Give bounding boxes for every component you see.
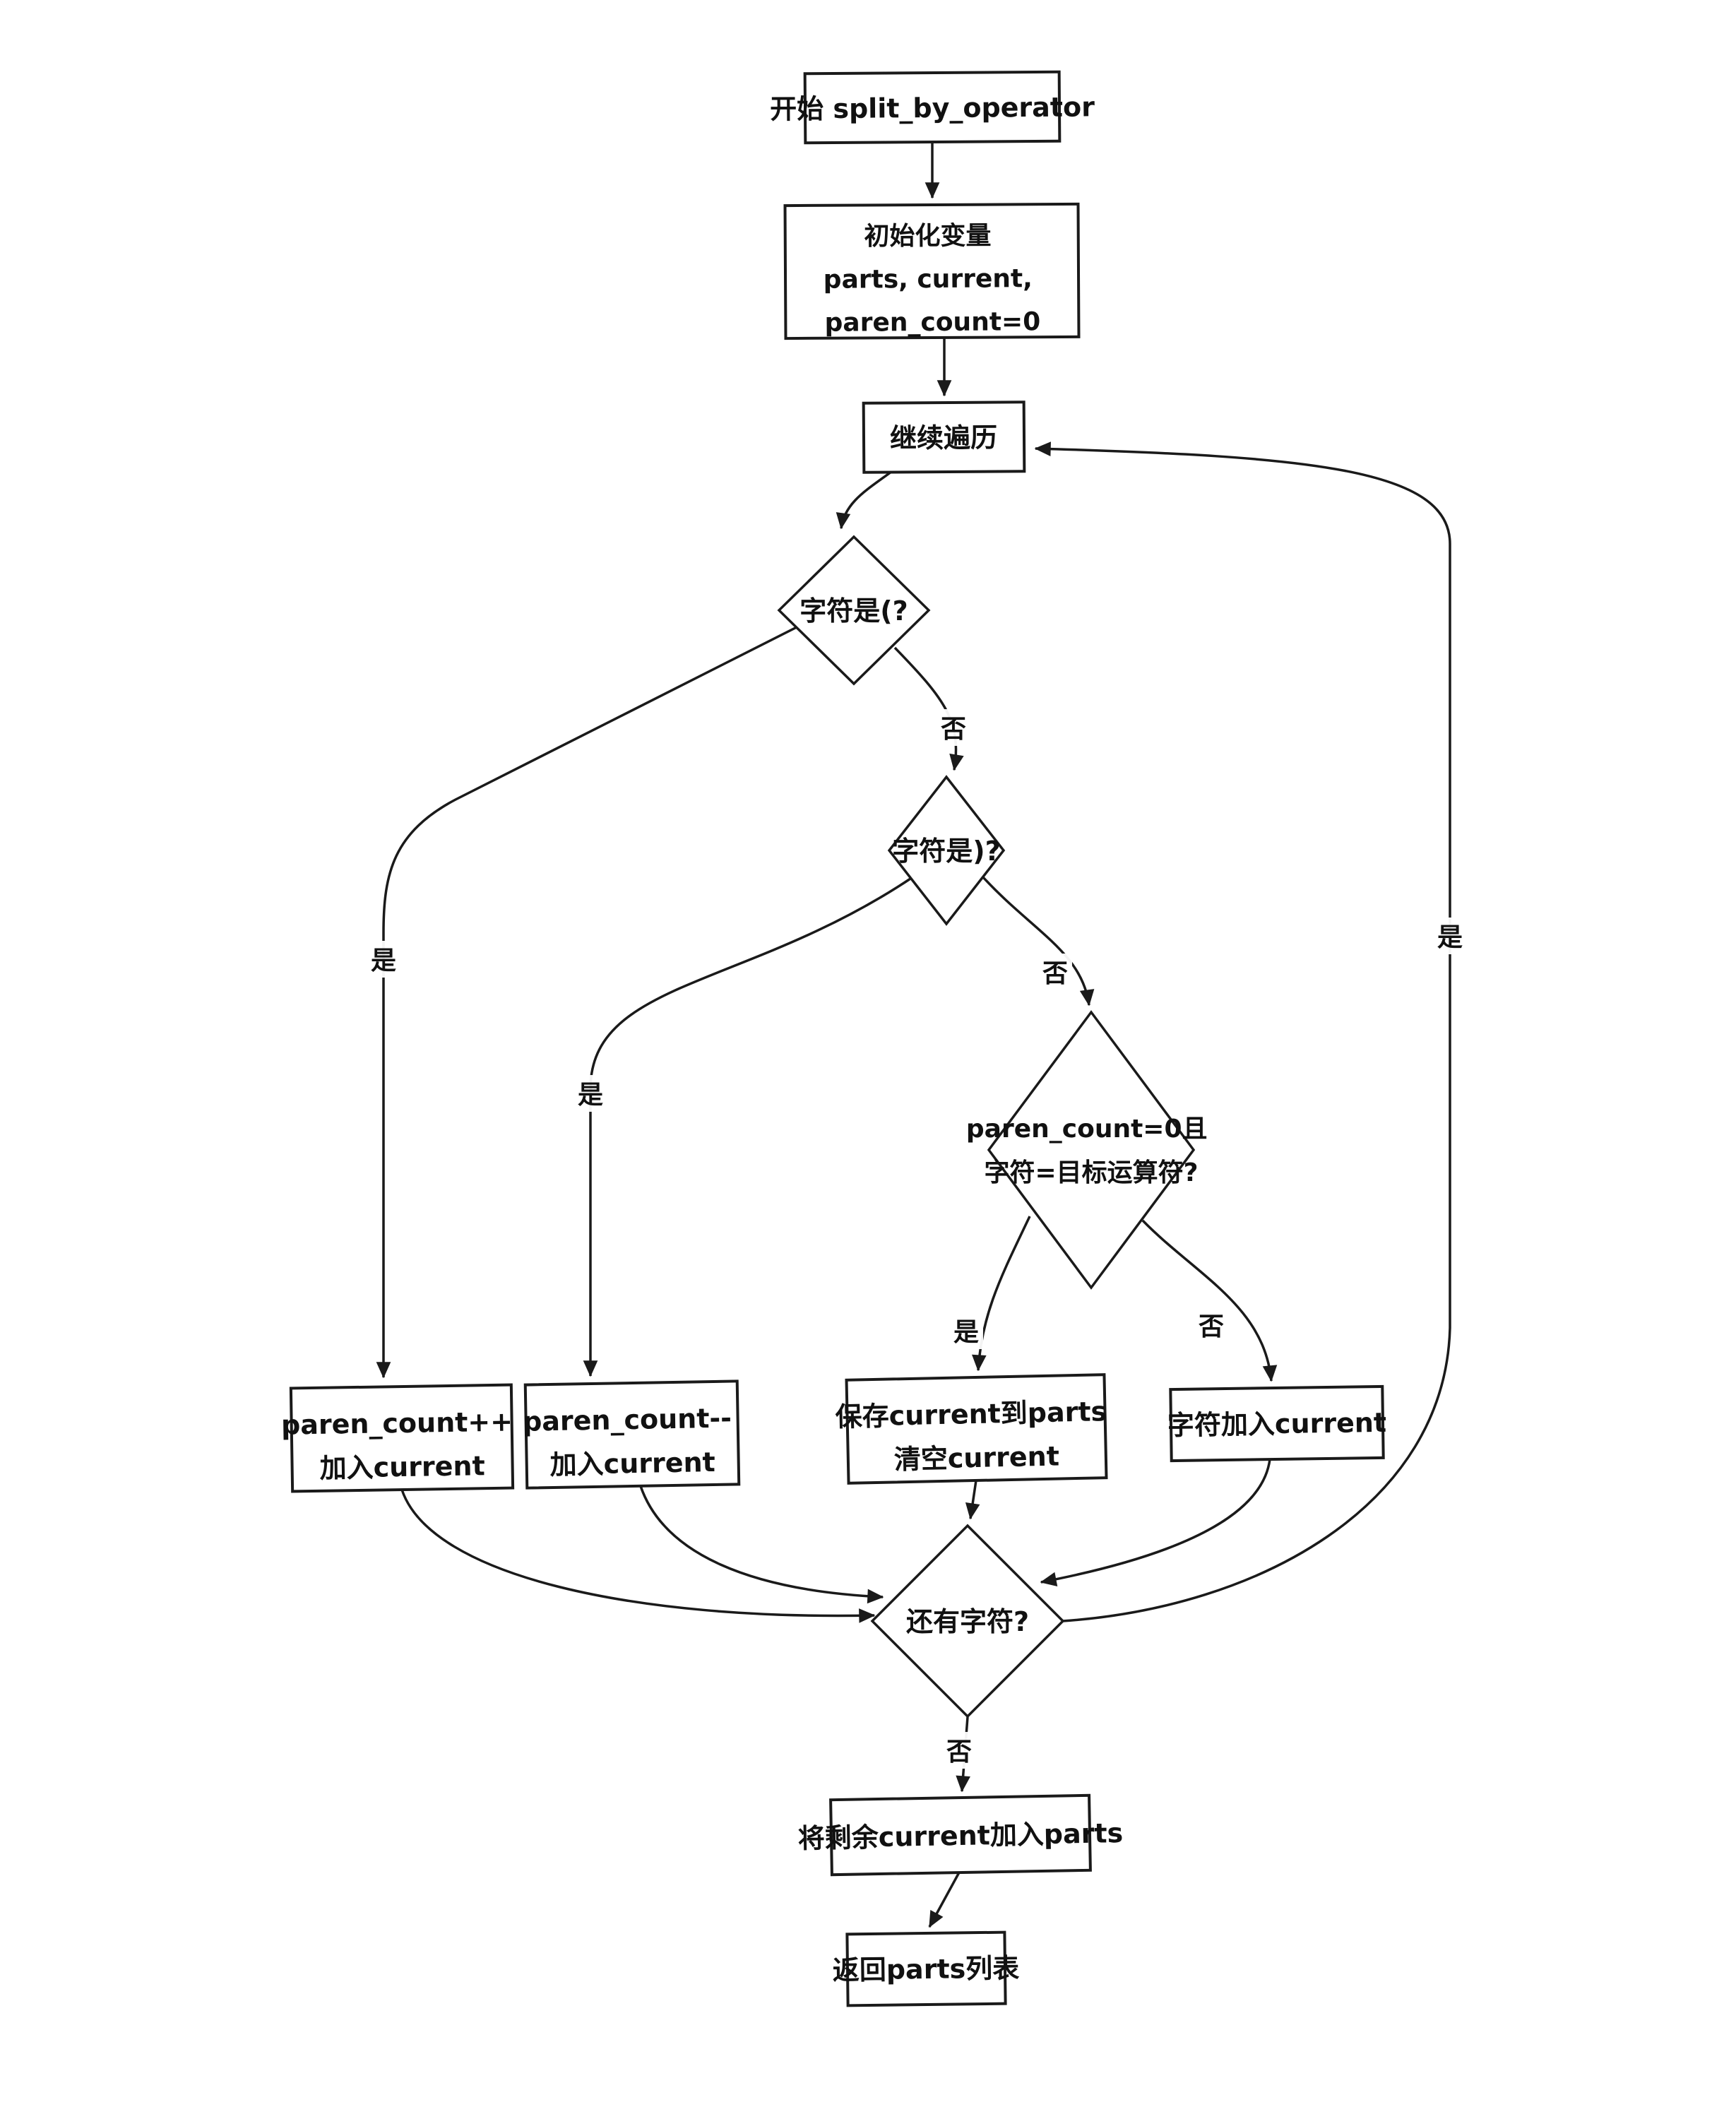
node-paren-inc: paren_count++ 加入current: [281, 1383, 523, 1493]
svg-text:字符加入current: 字符加入current: [1167, 1407, 1387, 1441]
node-continue-loop: 继续遍历: [862, 400, 1026, 474]
edge-operator-yes: [972, 1216, 1031, 1372]
svg-text:否: 否: [1042, 959, 1068, 988]
node-has-more-chars-shape: [870, 1524, 1065, 1719]
nodes: 开始 split_by_operator 初始化变量 parts, curren…: [281, 70, 1387, 2007]
edge-continue-to-open: [836, 470, 893, 530]
svg-text:继续遍历: 继续遍历: [890, 422, 997, 453]
edge-label-bg: [1038, 954, 1072, 990]
edge-open-yes: [376, 626, 797, 1379]
node-paren-dec: paren_count-- 加入current: [523, 1379, 742, 1490]
node-is-close-paren: 字符是)?: [887, 775, 1006, 926]
edge-label-more-yes: 是: [1433, 918, 1467, 954]
node-is-target-operator: paren_count=0且 字符=目标运算符?: [966, 1010, 1216, 1290]
edge-label-bg: [573, 1075, 607, 1112]
node-save-part-shape: [845, 1373, 1108, 1485]
edge-label-operator-no: 否: [1194, 1307, 1228, 1343]
edge-save-to-more: [965, 1480, 980, 1520]
edge-append-to-more: [1040, 1459, 1271, 1587]
svg-text:初始化变量 parts, current,: 初始化变量 parts, current, paren_count=0: [823, 220, 1041, 338]
node-init: 初始化变量 parts, current, paren_count=0: [783, 202, 1081, 340]
node-save-part: 保存current到parts 清空current: [835, 1373, 1117, 1485]
edge-label-bg: [1433, 918, 1467, 954]
node-is-target-operator-shape: [987, 1010, 1196, 1290]
node-init-shape: [783, 202, 1081, 340]
svg-text:paren_count-- 加入curren: paren_count-- 加入current: [523, 1402, 742, 1480]
svg-text:返回parts列表: 返回parts列表: [833, 1952, 1020, 1986]
node-has-more-chars: 还有字符?: [870, 1524, 1065, 1719]
edge-label-bg: [367, 941, 400, 978]
edge-label-bg: [937, 709, 970, 746]
edge-operator-no: [1141, 1219, 1278, 1382]
node-is-close-paren-shape: [887, 775, 1006, 926]
node-append-char: 字符加入current: [1167, 1384, 1387, 1463]
svg-text:paren_count++ 加入curren: paren_count++ 加入current: [281, 1406, 523, 1484]
node-return-parts-shape: [845, 1930, 1007, 2007]
svg-text:字符是(?: 字符是(?: [799, 595, 908, 627]
node-append-char-shape: [1169, 1384, 1385, 1463]
edge-label-close-no: 否: [1038, 954, 1072, 990]
edge-inc-to-more: [400, 1489, 876, 1623]
edge-label-bg: [1194, 1307, 1228, 1343]
node-paren-inc-shape: [289, 1383, 515, 1493]
svg-text:是: 是: [1437, 923, 1463, 952]
svg-text:字符是)?: 字符是)?: [892, 836, 1000, 867]
edge-label-open-no: 否: [937, 709, 970, 746]
svg-text:否: 否: [941, 715, 966, 744]
node-start-shape: [803, 70, 1062, 145]
node-is-open-paren: 字符是(?: [777, 535, 931, 686]
node-append-remainder: 将剩余current加入parts: [797, 1793, 1124, 1877]
edge-label-bg: [942, 1732, 976, 1769]
svg-text:保存current到parts 清空curr: 保存current到parts 清空current: [835, 1396, 1117, 1476]
edge-labels: 是 否 是 否 是 否 是 否: [367, 709, 1467, 1769]
edge-label-more-no: 否: [942, 1732, 976, 1769]
node-append-remainder-shape: [829, 1793, 1092, 1877]
svg-text:还有字符?: 还有字符?: [906, 1606, 1029, 1637]
node-paren-dec-shape: [523, 1379, 741, 1490]
edge-remainder-to-return: [928, 1872, 961, 1928]
edge-label-operator-yes: 是: [949, 1312, 983, 1349]
node-return-parts: 返回parts列表: [833, 1930, 1020, 2007]
svg-text:是: 是: [953, 1318, 979, 1347]
node-is-open-paren-shape: [777, 535, 931, 686]
svg-text:否: 否: [1199, 1312, 1224, 1341]
svg-text:否: 否: [946, 1738, 972, 1767]
edges: [376, 142, 1451, 1928]
edge-close-yes: [583, 876, 913, 1377]
edge-label-bg: [949, 1312, 983, 1349]
edge-close-no: [982, 876, 1095, 1007]
svg-text:开始 split_by_operator: 开始 split_by_operator: [770, 91, 1095, 124]
edge-open-no: [893, 646, 964, 771]
edge-label-close-yes: 是: [573, 1075, 607, 1112]
svg-text:paren_count=0且 字符=目标运算: paren_count=0且 字符=目标运算符?: [966, 1115, 1216, 1187]
node-start: 开始 split_by_operator: [770, 70, 1095, 145]
svg-text:是: 是: [578, 1081, 603, 1110]
edge-label-open-yes: 是: [367, 941, 400, 978]
edge-more-yes-loop: [1034, 441, 1451, 1622]
node-continue-shape: [862, 400, 1026, 474]
edge-dec-to-more: [639, 1485, 884, 1604]
svg-text:将剩余current加入parts: 将剩余current加入parts: [797, 1817, 1123, 1854]
svg-text:是: 是: [371, 946, 396, 975]
